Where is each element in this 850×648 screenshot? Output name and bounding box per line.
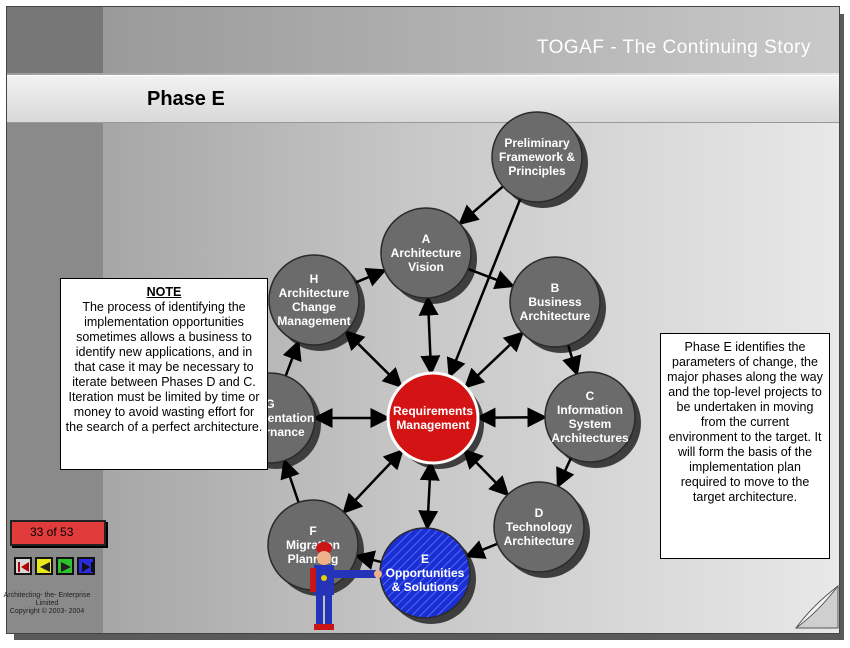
arrow-e-f xyxy=(354,550,382,570)
arrow-prelim-a xyxy=(458,185,504,226)
phase-e-callout: Phase E identifies the parameters of cha… xyxy=(660,333,830,559)
note-callout: NOTE The process of identifying the impl… xyxy=(60,278,268,470)
next-page-icon xyxy=(61,562,71,572)
page-curl-fold xyxy=(795,585,839,629)
arrow-req-d xyxy=(462,448,510,497)
note-body: The process of identifying the implement… xyxy=(65,300,263,434)
copyright-line-2: Limited xyxy=(35,600,59,607)
node-a-label: A Architecture Vision xyxy=(390,232,462,274)
note-title: NOTE xyxy=(146,285,182,299)
node-d xyxy=(493,481,585,573)
arrow-g-h xyxy=(282,339,302,377)
node-c-label: C Information System Architectures xyxy=(551,389,629,445)
copyright-line-3: Copyright © 2003- 2004 xyxy=(9,608,85,615)
node-h-label: H Architecture Change Management xyxy=(277,272,351,328)
node-b xyxy=(509,256,601,348)
node-h xyxy=(268,254,360,346)
node-e-label: E Opportunities & Solutions xyxy=(385,552,465,594)
node-req xyxy=(386,371,480,465)
node-d-label: D Technology Architecture xyxy=(503,506,575,548)
banner: TOGAF - The Continuing Story xyxy=(7,7,839,73)
previous-page-button[interactable] xyxy=(35,557,53,575)
node-prelim-label: Preliminary Framework & Principles xyxy=(498,136,576,178)
phase-e-callout-text: Phase E identifies the parameters of cha… xyxy=(667,340,823,504)
arrow-h-a xyxy=(355,267,387,287)
page-counter: 33 of 53 xyxy=(10,520,106,546)
previous-page-icon xyxy=(40,562,50,572)
banner-dark-block xyxy=(7,7,103,73)
page-title: Phase E xyxy=(147,88,225,110)
last-page-icon xyxy=(82,562,93,572)
arrow-prelim-req xyxy=(446,198,522,379)
arrow-req-e xyxy=(418,460,440,531)
title-bar: Phase E xyxy=(7,75,839,123)
presenter-figure-icon xyxy=(310,542,382,630)
arrow-req-a xyxy=(418,295,441,376)
next-page-button[interactable] xyxy=(56,557,74,575)
arrow-f-g xyxy=(280,458,300,503)
last-page-button[interactable] xyxy=(77,557,95,575)
node-a xyxy=(380,207,472,299)
arrow-d-e xyxy=(464,540,498,559)
node-req-label: Requirements Management xyxy=(392,404,474,432)
node-c xyxy=(544,371,636,463)
arrow-req-h xyxy=(344,329,403,389)
arrow-req-f xyxy=(342,448,404,515)
first-page-icon xyxy=(18,562,29,572)
arrow-req-b xyxy=(463,331,525,389)
arrow-c-d xyxy=(556,457,575,489)
first-page-button[interactable] xyxy=(14,557,32,575)
page-counter-text: 33 of 53 xyxy=(30,525,74,539)
node-prelim xyxy=(491,111,583,203)
node-b-label: B Business Architecture xyxy=(519,281,591,323)
banner-title: TOGAF - The Continuing Story xyxy=(536,37,811,58)
arrow-a-b xyxy=(467,267,516,290)
arrow-b-c xyxy=(562,344,582,377)
copyright-line-1: Architecting- the- Enterprise xyxy=(3,592,91,599)
copyright-notice: Architecting- the- Enterprise Limited Co… xyxy=(2,592,92,616)
